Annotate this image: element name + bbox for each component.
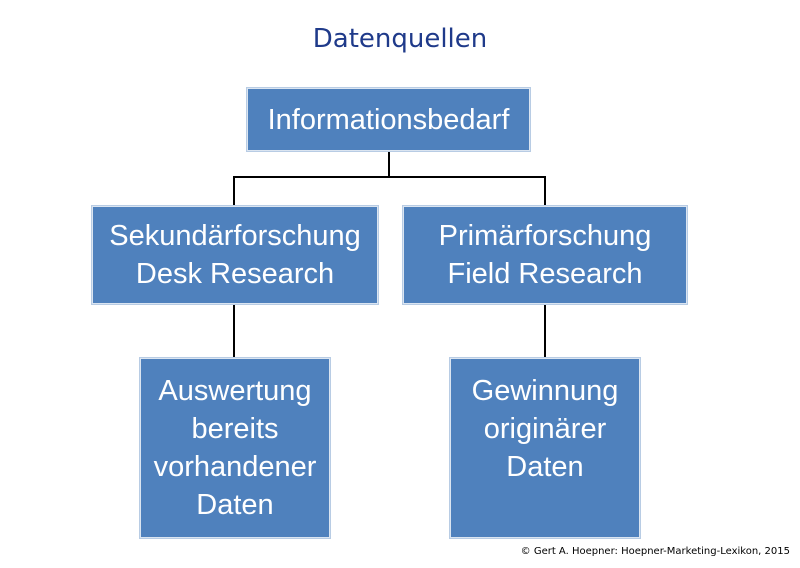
node-label-line: Sekundärforschung <box>109 220 361 252</box>
node-label-line: originärer <box>483 413 607 445</box>
diagram-title: Datenquellen <box>312 24 488 54</box>
node-label-line: Desk Research <box>135 258 335 290</box>
node-label-line: Daten <box>506 451 584 483</box>
node-label-line: vorhandener <box>153 451 317 483</box>
node-label-line: Auswertung <box>158 375 312 407</box>
node-label-line: Gewinnung <box>471 375 619 407</box>
node-primaerforschung: Primärforschung Field Research <box>403 206 687 304</box>
node-informationsbedarf: Informationsbedarf <box>247 88 530 151</box>
node-label-line: Primärforschung <box>438 220 652 252</box>
node-label-line: bereits <box>191 413 279 445</box>
node-label-line: Informationsbedarf <box>267 103 510 136</box>
node-label-line: Field Research <box>447 258 643 290</box>
node-auswertung: Auswertung bereits vorhandener Daten <box>140 358 330 538</box>
node-label-line: Daten <box>196 489 274 521</box>
copyright-footer: © Gert A. Hoepner: Hoepner-Marketing-Lex… <box>520 546 790 557</box>
node-gewinnung: Gewinnung originärer Daten <box>450 358 640 538</box>
node-sekundaerforschung: Sekundärforschung Desk Research <box>92 206 378 304</box>
